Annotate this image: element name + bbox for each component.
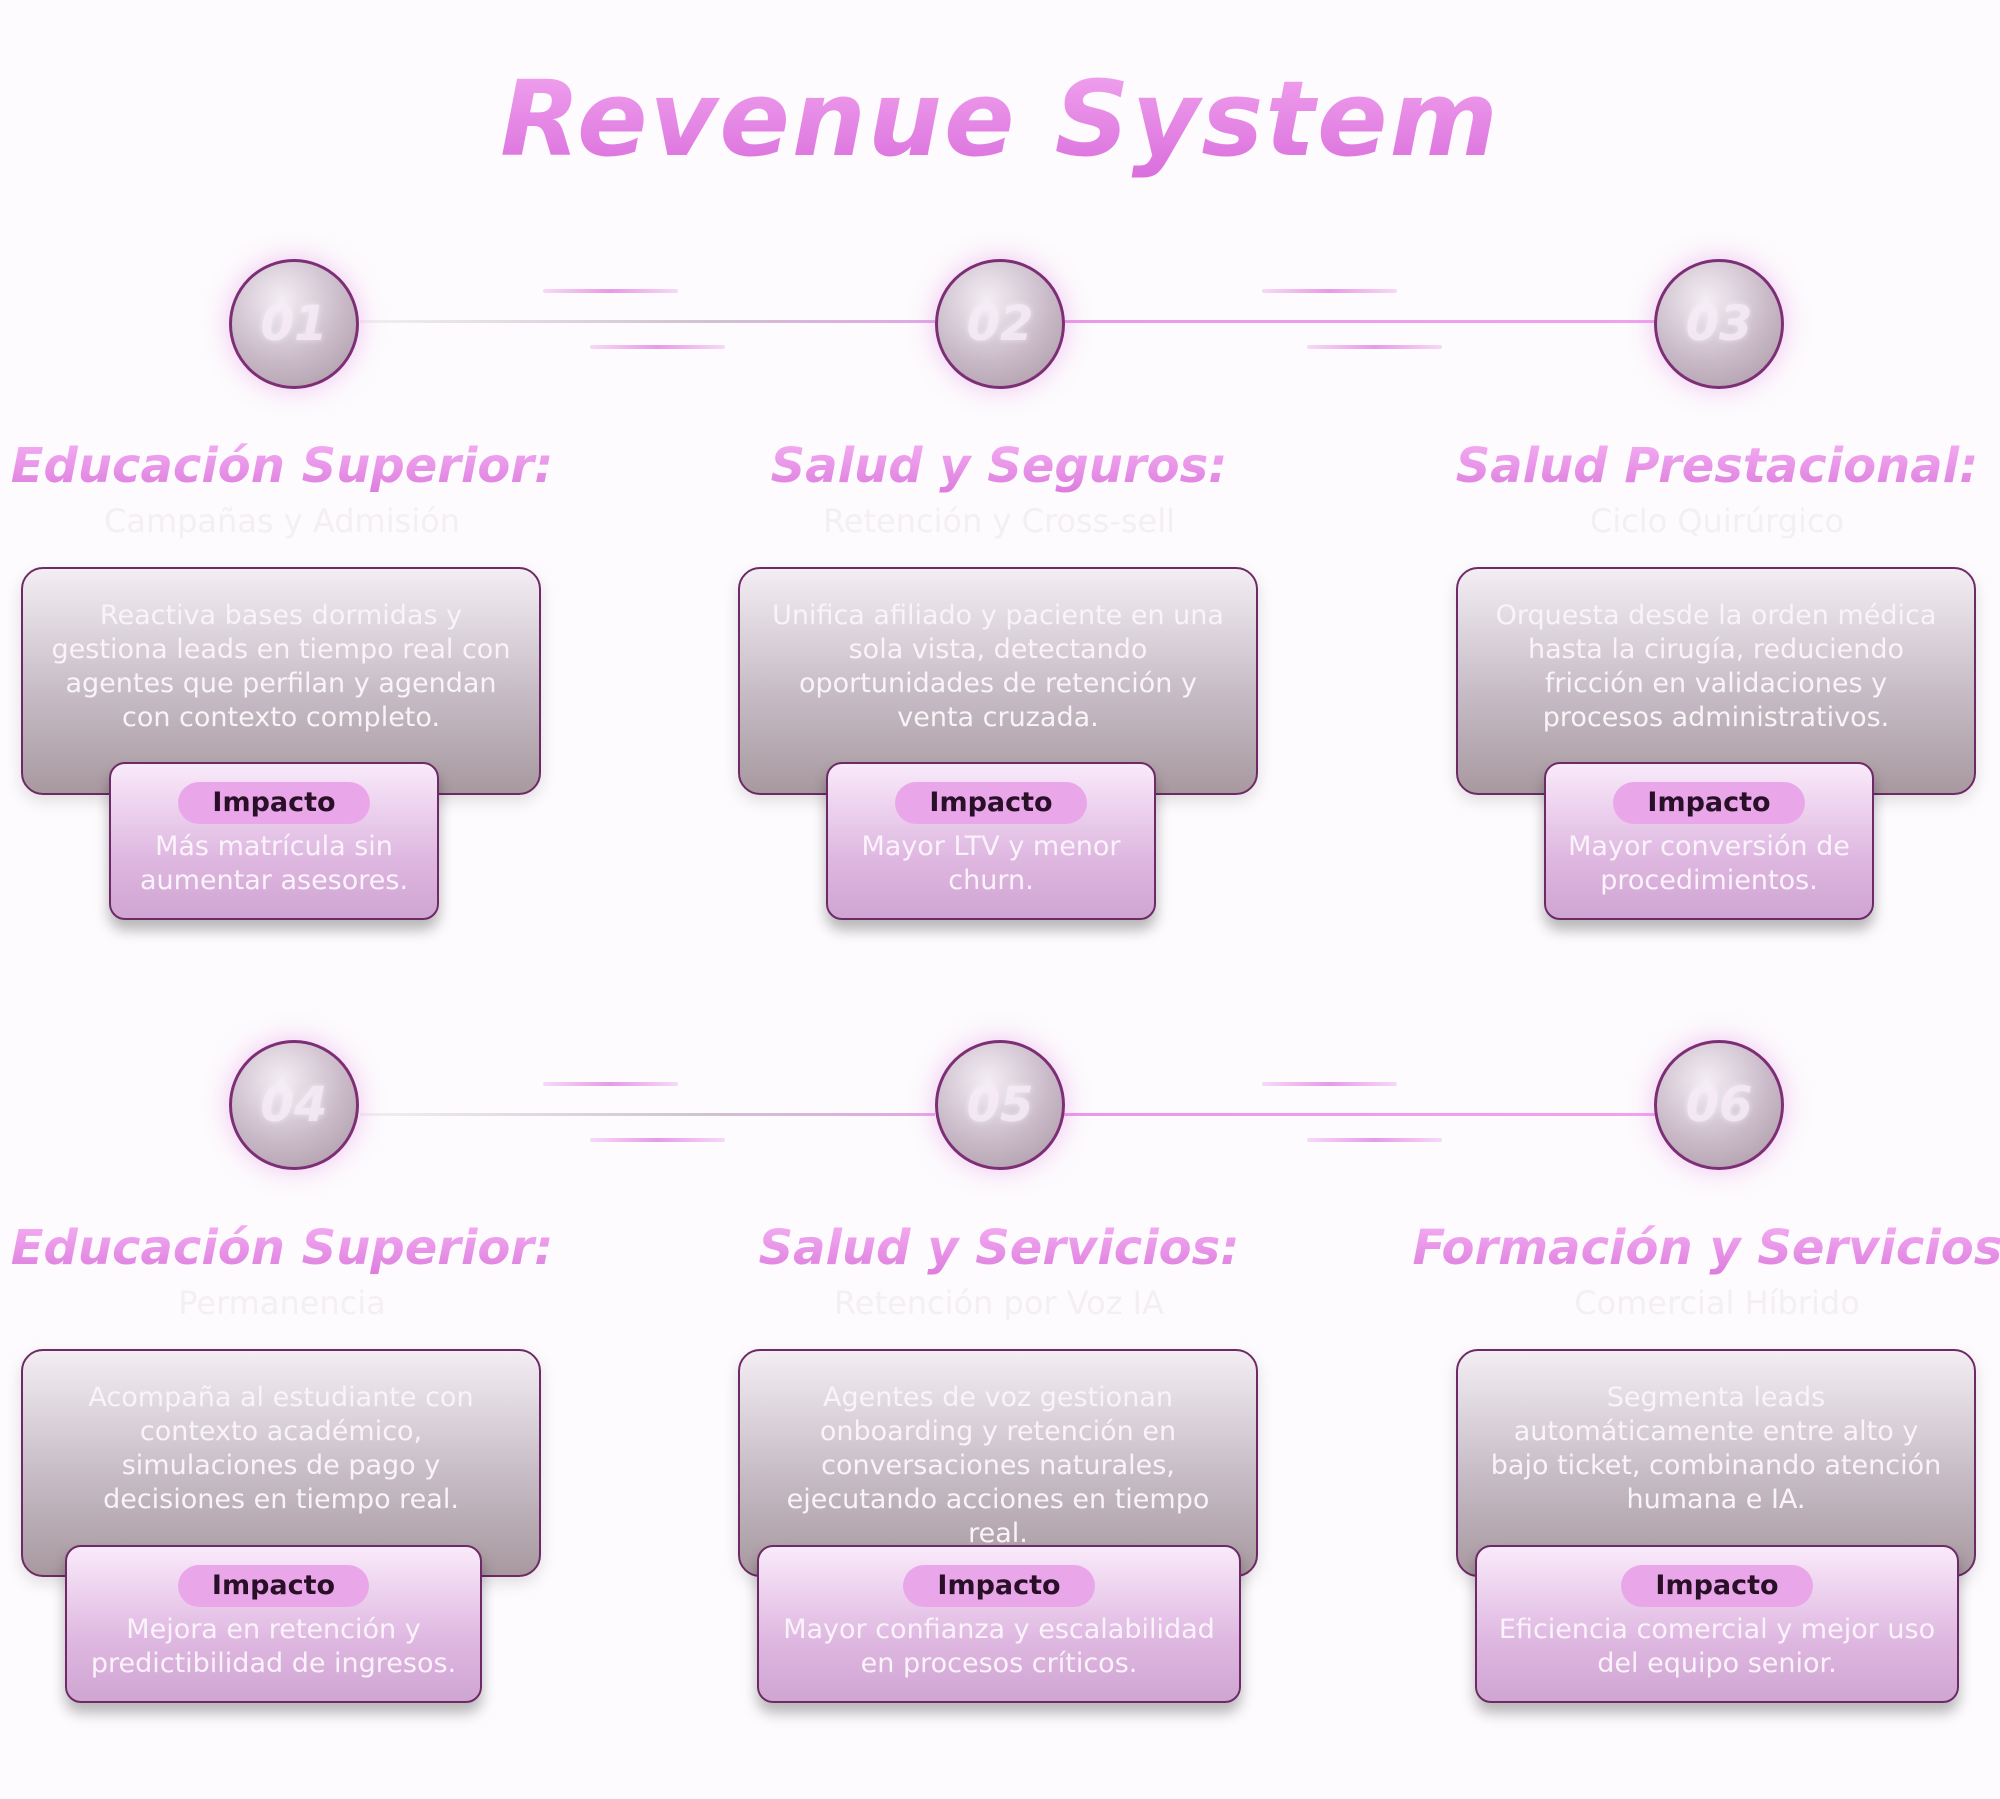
connector-dash (1307, 1138, 1442, 1142)
impact-text: Mayor confianza y escalabilidad en proce… (783, 1614, 1215, 1679)
impact-card: Impacto Mayor conversión de procedimient… (1544, 762, 1874, 920)
impact-text: Mejora en retención y predictibilidad de… (90, 1614, 457, 1679)
impact-text: Mayor LTV y menor churn. (861, 831, 1121, 896)
step-card: Agentes de voz gestionan onboarding y re… (738, 1349, 1258, 1577)
step-description: Agentes de voz gestionan onboarding y re… (786, 1382, 1210, 1549)
step-card: Unifica afiliado y paciente en una sola … (738, 567, 1258, 795)
impact-text: Más matrícula sin aumentar asesores. (139, 831, 409, 896)
step-number: 06 (1685, 1077, 1753, 1133)
step-card: Acompaña al estudiante con contexto acad… (21, 1349, 541, 1577)
connector-dash (1262, 289, 1397, 293)
step-heading: Salud y Seguros: (679, 438, 1319, 494)
impact-card: Impacto Mejora en retención y predictibi… (65, 1545, 482, 1703)
connector-dash (590, 345, 725, 349)
step-subheading: Campañas y Admisión (103, 502, 460, 540)
step-subheading: Permanencia (178, 1284, 386, 1322)
impact-badge: Impacto (177, 1565, 370, 1607)
impact-badge: Impacto (1613, 782, 1805, 824)
connector-dash (543, 289, 678, 293)
step-subheading: Comercial Híbrido (1574, 1284, 1860, 1322)
step-number: 01 (260, 296, 328, 352)
step-description: Orquesta desde la orden médica hasta la … (1495, 600, 1937, 733)
step-subheading: Retención por Voz IA (833, 1284, 1164, 1322)
connector-line (360, 320, 935, 323)
step-number-circle: 03 (1654, 259, 1784, 389)
connector-line (360, 1113, 935, 1116)
step-number-circle: 05 (935, 1040, 1065, 1170)
step-number-circle: 06 (1654, 1040, 1784, 1170)
connector-dash (590, 1138, 725, 1142)
step-number: 03 (1685, 296, 1753, 352)
impact-badge: Impacto (178, 782, 370, 824)
step-number-circle: 01 (229, 259, 359, 389)
step-description: Acompaña al estudiante con contexto acad… (88, 1382, 474, 1515)
step-number-circle: 02 (935, 259, 1065, 389)
step-subheading: Retención y Cross-sell (822, 502, 1176, 540)
step-number: 04 (260, 1077, 328, 1133)
step-heading: Salud Prestacional: (1397, 438, 2000, 494)
step-heading: Formación y Servicios: (1397, 1220, 2000, 1276)
step-description: Segmenta leads automáticamente entre alt… (1490, 1382, 1942, 1515)
page-title: Revenue System (0, 58, 2000, 180)
impact-badge: Impacto (903, 1565, 1095, 1607)
connector-line (1064, 320, 1658, 323)
step-description: Unifica afiliado y paciente en una sola … (772, 600, 1224, 733)
step-number: 05 (966, 1077, 1034, 1133)
step-card: Orquesta desde la orden médica hasta la … (1456, 567, 1976, 795)
step-heading: Salud y Servicios: (679, 1220, 1319, 1276)
impact-badge: Impacto (895, 782, 1087, 824)
connector-dash (543, 1082, 678, 1086)
impact-text: Mayor conversión de procedimientos. (1568, 831, 1850, 896)
step-card: Reactiva bases dormidas y gestiona leads… (21, 567, 541, 795)
connector-dash (1307, 345, 1442, 349)
impact-card: Impacto Más matrícula sin aumentar aseso… (109, 762, 439, 920)
step-heading: Educación Superior: (0, 1220, 602, 1276)
impact-text: Eficiencia comercial y mejor uso del equ… (1498, 1614, 1936, 1679)
impact-card: Impacto Mayor confianza y escalabilidad … (757, 1545, 1241, 1703)
impact-card: Impacto Mayor LTV y menor churn. (826, 762, 1156, 920)
step-card: Segmenta leads automáticamente entre alt… (1456, 1349, 1976, 1577)
step-number: 02 (966, 296, 1034, 352)
step-subheading: Ciclo Quirúrgico (1589, 502, 1845, 540)
step-number-circle: 04 (229, 1040, 359, 1170)
step-description: Reactiva bases dormidas y gestiona leads… (51, 600, 511, 733)
connector-dash (1262, 1082, 1397, 1086)
impact-badge: Impacto (1621, 1565, 1813, 1607)
impact-card: Impacto Eficiencia comercial y mejor uso… (1475, 1545, 1959, 1703)
step-heading: Educación Superior: (0, 438, 602, 494)
connector-line (1064, 1113, 1658, 1116)
